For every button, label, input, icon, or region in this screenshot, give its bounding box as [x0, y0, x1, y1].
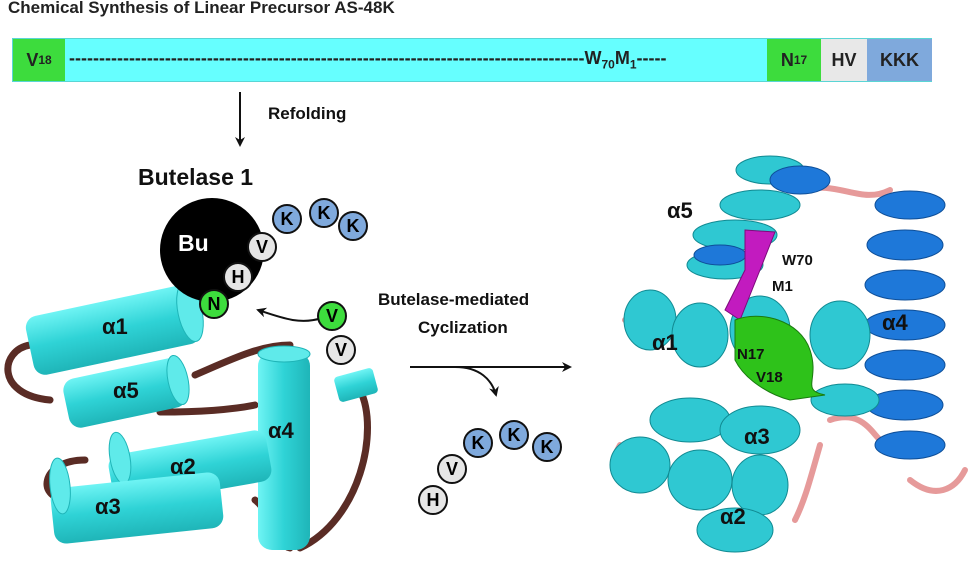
segment-v18-sub: 18 [38, 53, 52, 67]
residue-k3-label: K [346, 215, 360, 236]
ligation-arrow [256, 307, 323, 322]
residue-k1: K [272, 204, 302, 234]
sequence-linker: ----------------------------------------… [69, 48, 667, 72]
segment-kkk: KKK [867, 39, 932, 81]
released-k3: K [532, 432, 562, 462]
structure-label-w70: W70 [782, 252, 813, 269]
residue-h: H [223, 262, 253, 292]
helix-fragment [334, 368, 378, 402]
helix-a3 [49, 457, 224, 544]
structure-label-v18: V18 [756, 369, 783, 386]
released-k2: K [499, 420, 529, 450]
helix-label-a4: α4 [268, 418, 294, 443]
residue-k2: K [309, 198, 339, 228]
released-k2-label: K [507, 424, 521, 445]
residue-k3: K [338, 211, 368, 241]
structure-label-a4: α4 [882, 310, 908, 335]
helix-label-a3: α3 [95, 494, 121, 519]
loops [4, 341, 371, 552]
residue-k2-label: K [317, 202, 331, 223]
helix-a4 [257, 345, 311, 550]
w70-base: W [584, 48, 602, 68]
reaction-label-line2: Cyclization [418, 318, 508, 337]
release-arrow [454, 366, 499, 397]
enzyme-abbrev: Bu [178, 230, 209, 256]
structure-label-n17: N17 [737, 346, 765, 363]
dash-run-2: ----- [636, 48, 667, 68]
dash-run-1: ----------------------------------------… [69, 48, 585, 68]
released-h: H [418, 485, 448, 515]
helix-label-a1: α1 [102, 314, 128, 339]
free-residue-v1: V [317, 301, 347, 331]
ribbon-structure [609, 155, 968, 553]
released-k3-label: K [540, 436, 554, 457]
free-residue-v2: V [326, 335, 356, 365]
residue-n-label: N [207, 293, 221, 314]
residue-h-label: H [231, 266, 245, 287]
residue-n: N [199, 289, 229, 319]
segment-n17-base: N [780, 49, 794, 70]
free-residue-v2-label: V [334, 339, 347, 360]
refolding-label: Refolding [268, 104, 347, 123]
figure-title: Chemical Synthesis of Linear Precursor A… [8, 0, 395, 17]
structure-label-a5: α5 [667, 198, 693, 223]
residue-k1-label: K [280, 208, 294, 229]
released-v-label: V [445, 458, 458, 479]
helix-a5 [63, 354, 190, 428]
segment-v18-base: V [26, 49, 39, 70]
reaction-label-line1: Butelase-mediated [378, 290, 530, 309]
enzyme-name: Butelase 1 [138, 164, 254, 190]
released-h-label: H [426, 489, 440, 510]
m1-sub: 1 [629, 57, 637, 72]
structure-label-a1: α1 [652, 330, 678, 355]
free-residue-v1-label: V [325, 305, 338, 326]
released-k1-label: K [471, 432, 485, 453]
residue-v-label: V [255, 236, 268, 257]
structure-label-m1: M1 [772, 278, 793, 295]
segment-n17-sub: 17 [793, 53, 808, 67]
residue-v: V [247, 232, 277, 262]
structure-label-a2: α2 [720, 504, 746, 529]
m1-base: M [614, 48, 630, 68]
segment-hv: HV [821, 39, 867, 81]
structure-label-a3: α3 [744, 424, 770, 449]
released-k1: K [463, 428, 493, 458]
helix-label-a2: α2 [170, 454, 196, 479]
released-v: V [437, 454, 467, 484]
helix-label-a5: α5 [113, 378, 139, 403]
w70-sub: 70 [601, 57, 615, 72]
